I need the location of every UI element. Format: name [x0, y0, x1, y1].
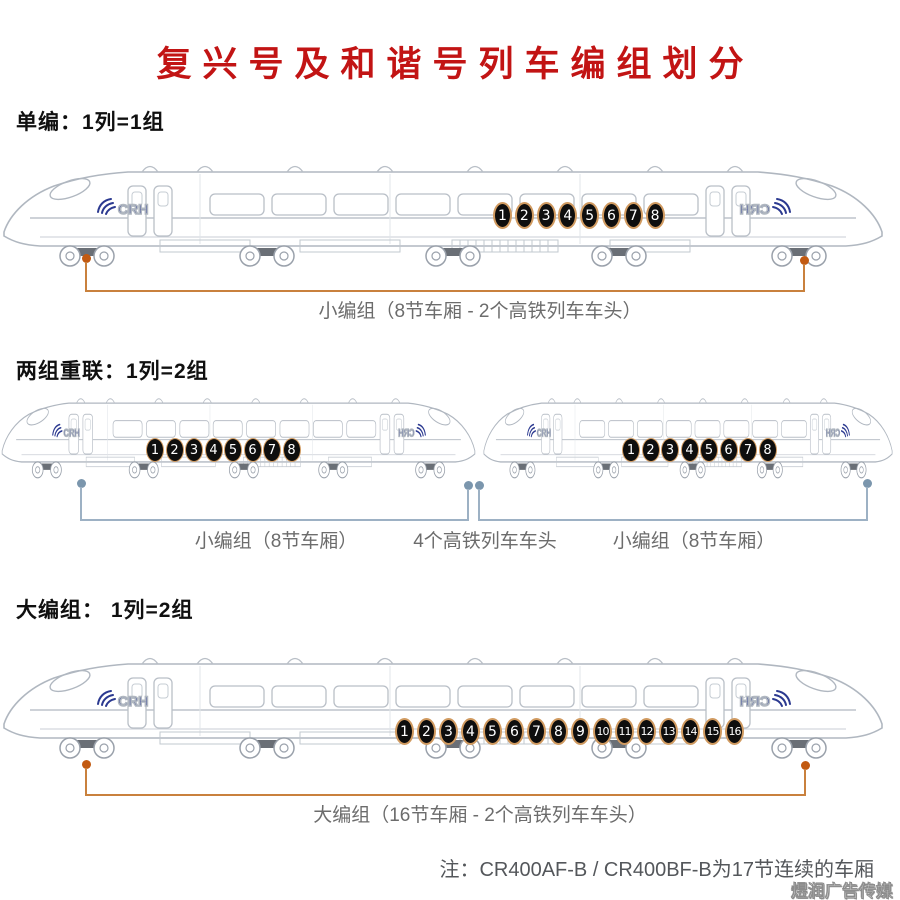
bracket-line: [80, 487, 82, 520]
section1-heading: 单编：1列=1组: [16, 111, 165, 134]
car-number-badge: 2: [165, 438, 184, 462]
footnote: 注：CR400AF-B / CR400BF-B为17节连续的车厢: [439, 859, 874, 881]
car-number-badge: 8: [282, 438, 301, 462]
car-number-badge: 1: [493, 202, 512, 229]
bracket-dot: [81, 253, 91, 263]
car-number-badge: 6: [719, 438, 738, 462]
train-illustration-long: [0, 650, 886, 762]
car-number-badge: 3: [661, 438, 679, 462]
car-number-badge: 2: [417, 718, 436, 745]
bracket-dot: [799, 255, 809, 265]
bracket-dot: [81, 759, 91, 769]
bracket-dot: [800, 760, 810, 770]
car-number-badge: 7: [623, 202, 643, 229]
bracket-line: [80, 519, 469, 521]
car-number-badge: 4: [461, 718, 480, 745]
watermark: 煜润广告传媒: [791, 882, 894, 900]
section1-label: 小编组（8节车厢 - 2个高铁列车车头）: [318, 301, 642, 322]
bracket-dot: [463, 480, 473, 490]
car-number-badge: 6: [601, 202, 621, 229]
car-number-badge: 7: [263, 438, 281, 462]
car-number-badge: 5: [483, 718, 502, 745]
car-number-badge: 13: [659, 718, 678, 745]
train-illustration-coupled-left: [0, 392, 477, 481]
car-number-badge: 2: [641, 438, 660, 462]
bracket-dot: [474, 480, 484, 490]
car-number-badge: 14: [681, 718, 700, 745]
bracket-dot: [76, 478, 86, 488]
section2-label-middle: 4个高铁列车车头: [413, 531, 557, 552]
section2-heading: 两组重联：1列=2组: [16, 360, 209, 383]
bracket-line: [85, 794, 806, 796]
bracket-line: [85, 262, 87, 291]
car-number-badge: 3: [185, 438, 203, 462]
section2-label-right: 小编组（8节车厢）: [612, 531, 776, 552]
car-number-badge: 1: [395, 718, 414, 745]
bracket-line: [866, 487, 868, 520]
bracket-line: [85, 768, 87, 795]
section3-label: 大编组（16节车厢 - 2个高铁列车车头）: [313, 805, 647, 826]
car-number-badge: 8: [549, 718, 568, 745]
section3-heading: 大编组： 1列=2组: [16, 599, 194, 622]
bracket-line: [803, 264, 805, 291]
car-number-badge: 8: [645, 202, 665, 229]
car-number-badge: 11: [615, 718, 634, 745]
car-number-badge: 2: [514, 202, 534, 229]
car-number-badge: 16: [725, 718, 744, 745]
car-number-badge: 3: [439, 718, 458, 745]
car-number-badge: 7: [527, 718, 546, 745]
car-number-badge: 1: [146, 438, 164, 462]
page-title: 复兴号及和谐号列车编组划分: [156, 45, 755, 84]
bracket-line: [804, 769, 806, 795]
car-number-badge: 15: [703, 718, 722, 745]
bracket-line: [478, 519, 868, 521]
car-number-badge: 8: [758, 438, 777, 462]
car-number-badge: 4: [204, 438, 223, 462]
car-number-badge: 5: [580, 202, 600, 229]
car-number-badge: 10: [593, 718, 612, 745]
car-number-badge: 7: [739, 438, 757, 462]
car-number-badge: 12: [637, 718, 656, 745]
bracket-line: [478, 489, 480, 520]
car-number-badge: 5: [700, 438, 718, 462]
bracket-line: [85, 290, 805, 292]
train-illustration-coupled-right: [482, 392, 894, 481]
car-number-badge: 1: [622, 438, 640, 462]
car-number-badge: 6: [243, 438, 262, 462]
section2-label-left: 小编组（8节车厢）: [194, 531, 358, 552]
car-number-badge: 3: [536, 202, 556, 229]
car-number-badge: 6: [505, 718, 524, 745]
bracket-dot: [862, 478, 872, 488]
car-number-badge: 4: [558, 202, 578, 229]
car-number-badge: 5: [224, 438, 242, 462]
bracket-line: [467, 489, 469, 520]
car-number-badge: 4: [680, 438, 699, 462]
car-number-badge: 9: [571, 718, 590, 745]
train-illustration-single: [0, 158, 886, 270]
